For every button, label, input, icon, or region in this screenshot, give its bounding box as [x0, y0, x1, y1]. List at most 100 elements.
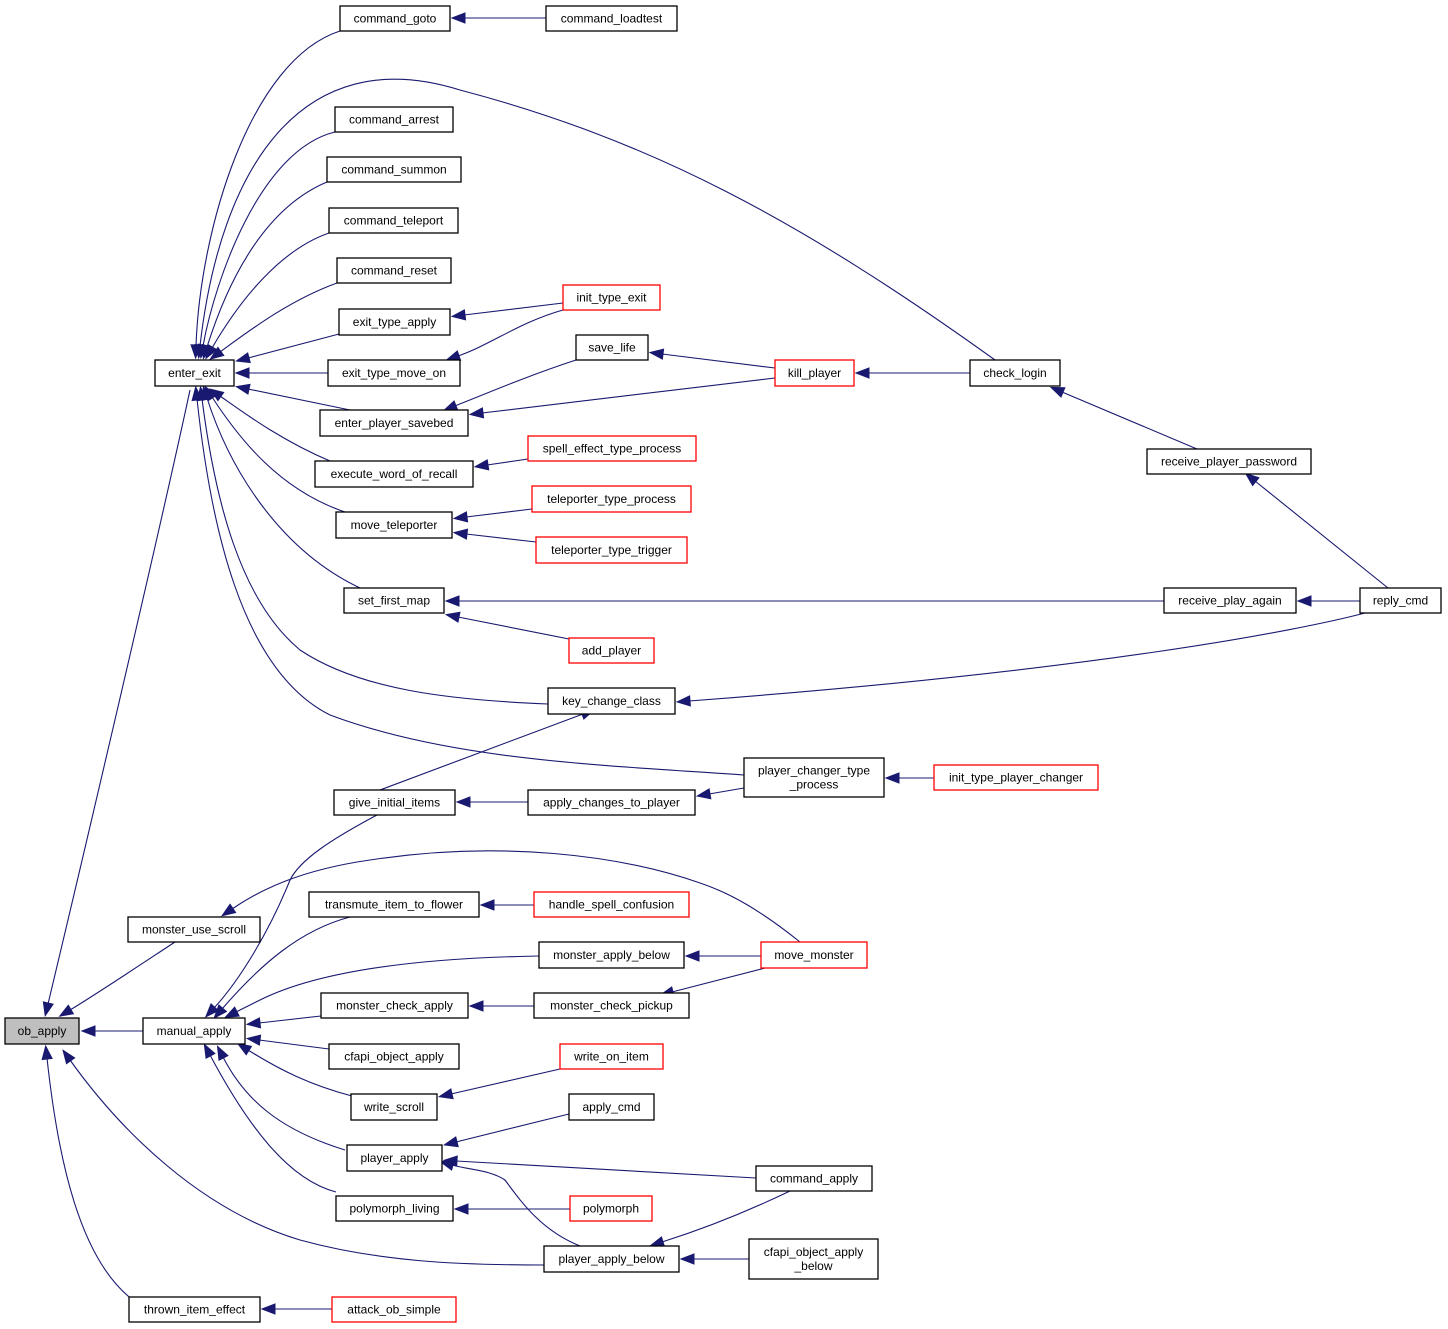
node-box[interactable]: [320, 992, 469, 1019]
node-enter_player_savebed[interactable]: enter_player_savebed: [319, 409, 469, 437]
node-move_monster[interactable]: move_monster: [760, 941, 868, 969]
node-give_initial_items[interactable]: give_initial_items: [333, 789, 456, 816]
node-box[interactable]: [328, 207, 459, 234]
node-command_teleport[interactable]: command_teleport: [328, 207, 459, 234]
node-kill_player[interactable]: kill_player: [774, 359, 855, 387]
node-box[interactable]: [142, 1017, 246, 1045]
node-box[interactable]: [1146, 448, 1312, 475]
node-box[interactable]: [314, 460, 474, 488]
node-receive_play_again[interactable]: receive_play_again: [1163, 587, 1297, 614]
node-add_player[interactable]: add_player: [568, 637, 655, 664]
node-teleporter_type_process[interactable]: teleporter_type_process: [531, 485, 692, 513]
node-box[interactable]: [527, 789, 696, 816]
node-monster_use_scroll[interactable]: monster_use_scroll: [127, 916, 261, 943]
node-key_change_class[interactable]: key_change_class: [547, 687, 676, 715]
node-player_apply_below[interactable]: player_apply_below: [543, 1245, 680, 1273]
node-box[interactable]: [335, 511, 453, 539]
node-box[interactable]: [569, 1195, 653, 1222]
node-box[interactable]: [760, 941, 868, 969]
node-set_first_map[interactable]: set_first_map: [343, 587, 445, 614]
node-receive_player_password[interactable]: receive_player_password: [1146, 448, 1312, 475]
node-box[interactable]: [535, 536, 688, 564]
node-box[interactable]: [339, 5, 451, 32]
node-teleporter_type_trigger[interactable]: teleporter_type_trigger: [535, 536, 688, 564]
node-box[interactable]: [568, 637, 655, 664]
node-command_loadtest[interactable]: command_loadtest: [545, 5, 678, 32]
node-box[interactable]: [343, 587, 445, 614]
node-monster_apply_below[interactable]: monster_apply_below: [538, 941, 685, 969]
node-box[interactable]: [338, 308, 451, 336]
node-box[interactable]: [127, 916, 261, 943]
node-box[interactable]: [1359, 587, 1442, 614]
node-reply_cmd[interactable]: reply_cmd: [1359, 587, 1442, 614]
node-box[interactable]: [538, 941, 685, 969]
node-cfapi_object_apply[interactable]: cfapi_object_apply: [328, 1043, 460, 1070]
node-box[interactable]: [527, 435, 697, 462]
node-box[interactable]: [575, 334, 649, 361]
node-box[interactable]: [568, 1093, 655, 1121]
node-box[interactable]: [743, 757, 885, 798]
node-box[interactable]: [346, 1144, 443, 1172]
node-box[interactable]: [562, 284, 661, 311]
node-init_type_exit[interactable]: init_type_exit: [562, 284, 661, 311]
node-box[interactable]: [336, 257, 452, 284]
node-transmute_item_to_flower[interactable]: transmute_item_to_flower: [308, 891, 480, 918]
node-thrown_item_effect[interactable]: thrown_item_effect: [128, 1296, 261, 1323]
node-apply_changes_to_player[interactable]: apply_changes_to_player: [527, 789, 696, 816]
node-save_life[interactable]: save_life: [575, 334, 649, 361]
node-spell_effect_type_process[interactable]: spell_effect_type_process: [527, 435, 697, 462]
node-command_goto[interactable]: command_goto: [339, 5, 451, 32]
node-box[interactable]: [350, 1093, 438, 1121]
node-init_type_player_changer[interactable]: init_type_player_changer: [933, 764, 1099, 791]
node-box[interactable]: [154, 359, 235, 387]
node-command_summon[interactable]: command_summon: [326, 156, 462, 183]
node-command_reset[interactable]: command_reset: [336, 257, 452, 284]
node-check_login[interactable]: check_login: [969, 359, 1061, 387]
node-box[interactable]: [333, 789, 456, 816]
node-box[interactable]: [531, 485, 692, 513]
node-attack_ob_simple[interactable]: attack_ob_simple: [331, 1296, 457, 1323]
node-polymorph_living[interactable]: polymorph_living: [335, 1195, 454, 1222]
node-box[interactable]: [774, 359, 855, 387]
node-box[interactable]: [328, 1043, 460, 1070]
node-box[interactable]: [308, 891, 480, 918]
node-enter_exit[interactable]: enter_exit: [154, 359, 235, 387]
node-box[interactable]: [533, 992, 690, 1019]
node-box[interactable]: [335, 1195, 454, 1222]
node-box[interactable]: [533, 891, 690, 918]
node-player_apply[interactable]: player_apply: [346, 1144, 443, 1172]
node-box[interactable]: [326, 156, 462, 183]
node-box[interactable]: [545, 5, 678, 32]
node-box[interactable]: [755, 1165, 873, 1192]
node-box[interactable]: [547, 687, 676, 715]
node-write_scroll[interactable]: write_scroll: [350, 1093, 438, 1121]
node-execute_word_of_recall[interactable]: execute_word_of_recall: [314, 460, 474, 488]
node-box[interactable]: [334, 106, 454, 133]
node-ob_apply[interactable]: ob_apply: [4, 1017, 80, 1045]
node-manual_apply[interactable]: manual_apply: [142, 1017, 246, 1045]
node-exit_type_apply[interactable]: exit_type_apply: [338, 308, 451, 336]
node-apply_cmd[interactable]: apply_cmd: [568, 1093, 655, 1121]
node-box[interactable]: [1163, 587, 1297, 614]
node-monster_check_pickup[interactable]: monster_check_pickup: [533, 992, 690, 1019]
node-box[interactable]: [748, 1238, 879, 1280]
node-box[interactable]: [331, 1296, 457, 1323]
node-handle_spell_confusion[interactable]: handle_spell_confusion: [533, 891, 690, 918]
node-box[interactable]: [559, 1043, 664, 1070]
node-exit_type_move_on[interactable]: exit_type_move_on: [327, 359, 461, 387]
node-polymorph[interactable]: polymorph: [569, 1195, 653, 1222]
node-box[interactable]: [969, 359, 1061, 387]
node-monster_check_apply[interactable]: monster_check_apply: [320, 992, 469, 1019]
node-box[interactable]: [543, 1245, 680, 1273]
node-command_arrest[interactable]: command_arrest: [334, 106, 454, 133]
node-box[interactable]: [4, 1017, 80, 1045]
node-box[interactable]: [327, 359, 461, 387]
node-cfapi_object_apply_below[interactable]: cfapi_object_apply_below: [748, 1238, 879, 1280]
node-box[interactable]: [128, 1296, 261, 1323]
node-player_changer_type_process[interactable]: player_changer_type_process: [743, 757, 885, 798]
node-write_on_item[interactable]: write_on_item: [559, 1043, 664, 1070]
node-command_apply[interactable]: command_apply: [755, 1165, 873, 1192]
node-move_teleporter[interactable]: move_teleporter: [335, 511, 453, 539]
node-box[interactable]: [319, 409, 469, 437]
node-box[interactable]: [933, 764, 1099, 791]
